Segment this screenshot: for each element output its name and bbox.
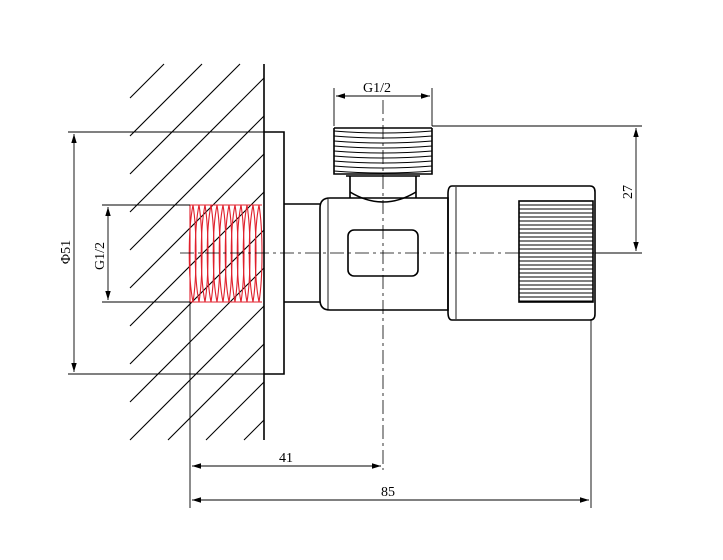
outlet-stem — [349, 176, 417, 198]
hatch-line — [243, 419, 265, 441]
label-flange-diameter: Φ51 — [59, 240, 74, 264]
hatch-line — [129, 191, 265, 327]
label-handle-height: 27 — [621, 185, 636, 199]
thread-ridge — [333, 165, 433, 169]
hatch-line — [129, 115, 265, 251]
hatch-line — [129, 63, 241, 175]
knurl-frame — [518, 200, 594, 303]
hatch-line — [167, 343, 265, 441]
label-top-thread: G1/2 — [363, 81, 391, 96]
hatch-line — [129, 305, 265, 441]
wall-thread-highlight — [188, 204, 263, 303]
hatch-line — [129, 267, 265, 403]
hatch-line — [129, 63, 203, 137]
label-axis-distance: 41 — [279, 451, 293, 466]
label-wall-thread: G1/2 — [93, 242, 108, 270]
thread-ridge — [333, 170, 433, 174]
thread-ridge — [333, 145, 433, 149]
valve-handle — [447, 185, 596, 321]
hatch-line — [205, 381, 265, 441]
valve-body — [319, 197, 449, 311]
label-overall-length: 85 — [381, 485, 395, 500]
handle-knurling — [518, 200, 594, 303]
hatch-line — [129, 63, 165, 99]
hatch-line — [129, 77, 265, 213]
hatch-line — [129, 229, 265, 365]
thread-ridge — [333, 140, 433, 144]
